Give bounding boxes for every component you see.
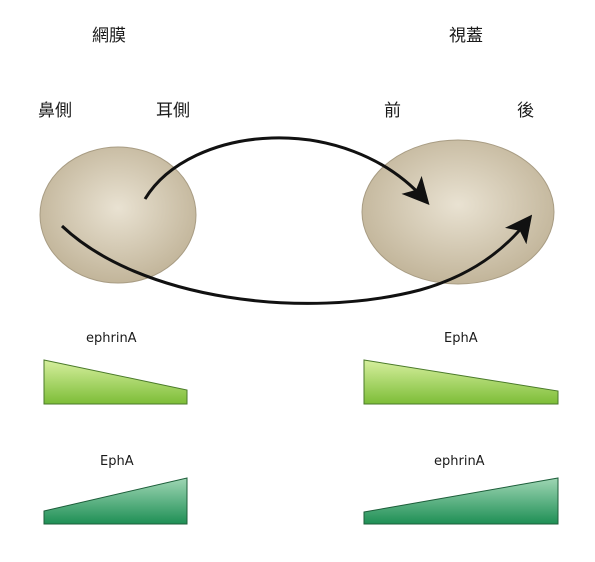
temporal-label: 耳側	[156, 101, 190, 121]
retina-bottom-gradient-label: EphA	[100, 454, 134, 469]
retina-top-gradient-label: ephrinA	[86, 331, 137, 346]
tectum-ephrina-gradient	[363, 477, 559, 525]
posterior-label: 後	[517, 101, 534, 121]
nasal-label: 鼻側	[38, 101, 72, 121]
temporal-to-anterior-arrow	[143, 136, 430, 206]
anterior-label: 前	[384, 101, 401, 121]
retina-ephrina-gradient	[43, 359, 188, 405]
tectum-top-gradient-label: EphA	[444, 331, 478, 346]
tectum-epha-gradient	[363, 359, 559, 405]
tectum-title: 視蓋	[449, 26, 483, 46]
nasal-to-posterior-arrow	[60, 214, 533, 305]
tectum-ellipse	[361, 139, 555, 285]
tectum-bottom-gradient-label: ephrinA	[434, 454, 485, 469]
retina-epha-gradient	[43, 477, 188, 525]
retina-title: 網膜	[92, 26, 126, 46]
